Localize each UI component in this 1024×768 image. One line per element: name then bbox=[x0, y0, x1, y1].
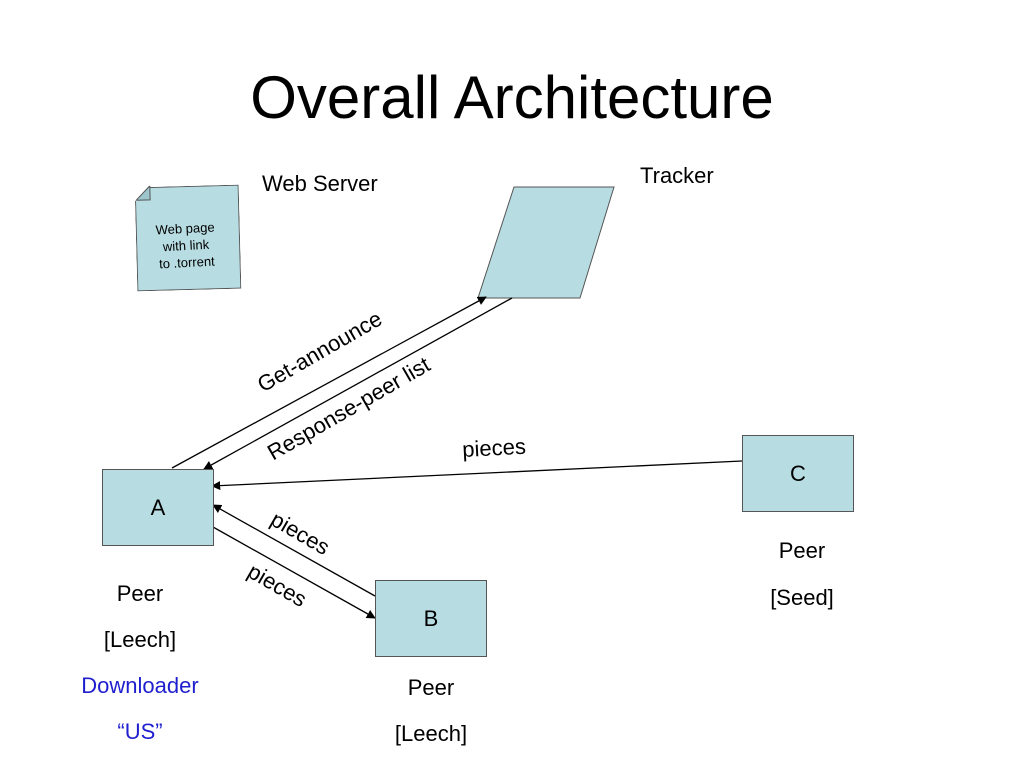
pieces-a-to-b-arrow bbox=[212, 526, 376, 619]
response-peer-list-arrow bbox=[203, 297, 513, 470]
peer-a-role: Peer bbox=[116, 581, 164, 606]
pieces-b-to-a-arrow bbox=[212, 504, 376, 597]
note-fold-corner bbox=[135, 185, 151, 201]
peer-c-state: [Seed] bbox=[770, 585, 834, 610]
web-server-label: Web Server bbox=[262, 171, 378, 196]
peer-b-role: Peer bbox=[407, 675, 455, 700]
peer-c-role: Peer bbox=[778, 538, 826, 563]
peer-c-letter: C bbox=[790, 460, 806, 486]
slide-title: Overall Architecture bbox=[250, 64, 774, 131]
tracker-node bbox=[477, 186, 615, 299]
peer-a-state: [Leech] bbox=[103, 627, 177, 652]
peer-a-us: “US” bbox=[117, 719, 163, 744]
peer-b-state: [Leech] bbox=[394, 721, 468, 746]
pieces-c-to-a-label: pieces bbox=[461, 433, 527, 463]
pieces-c-to-a-arrow bbox=[211, 460, 743, 491]
peer-a-node: A bbox=[102, 469, 214, 546]
tracker-label: Tracker bbox=[640, 163, 714, 188]
peer-c-node: C bbox=[742, 435, 854, 512]
peer-a-downloader: Downloader bbox=[81, 673, 199, 698]
peer-b-letter: B bbox=[423, 605, 439, 631]
peer-a-letter: A bbox=[150, 494, 166, 520]
get-announce-arrow bbox=[171, 296, 487, 469]
peer-b-node: B bbox=[375, 580, 487, 657]
